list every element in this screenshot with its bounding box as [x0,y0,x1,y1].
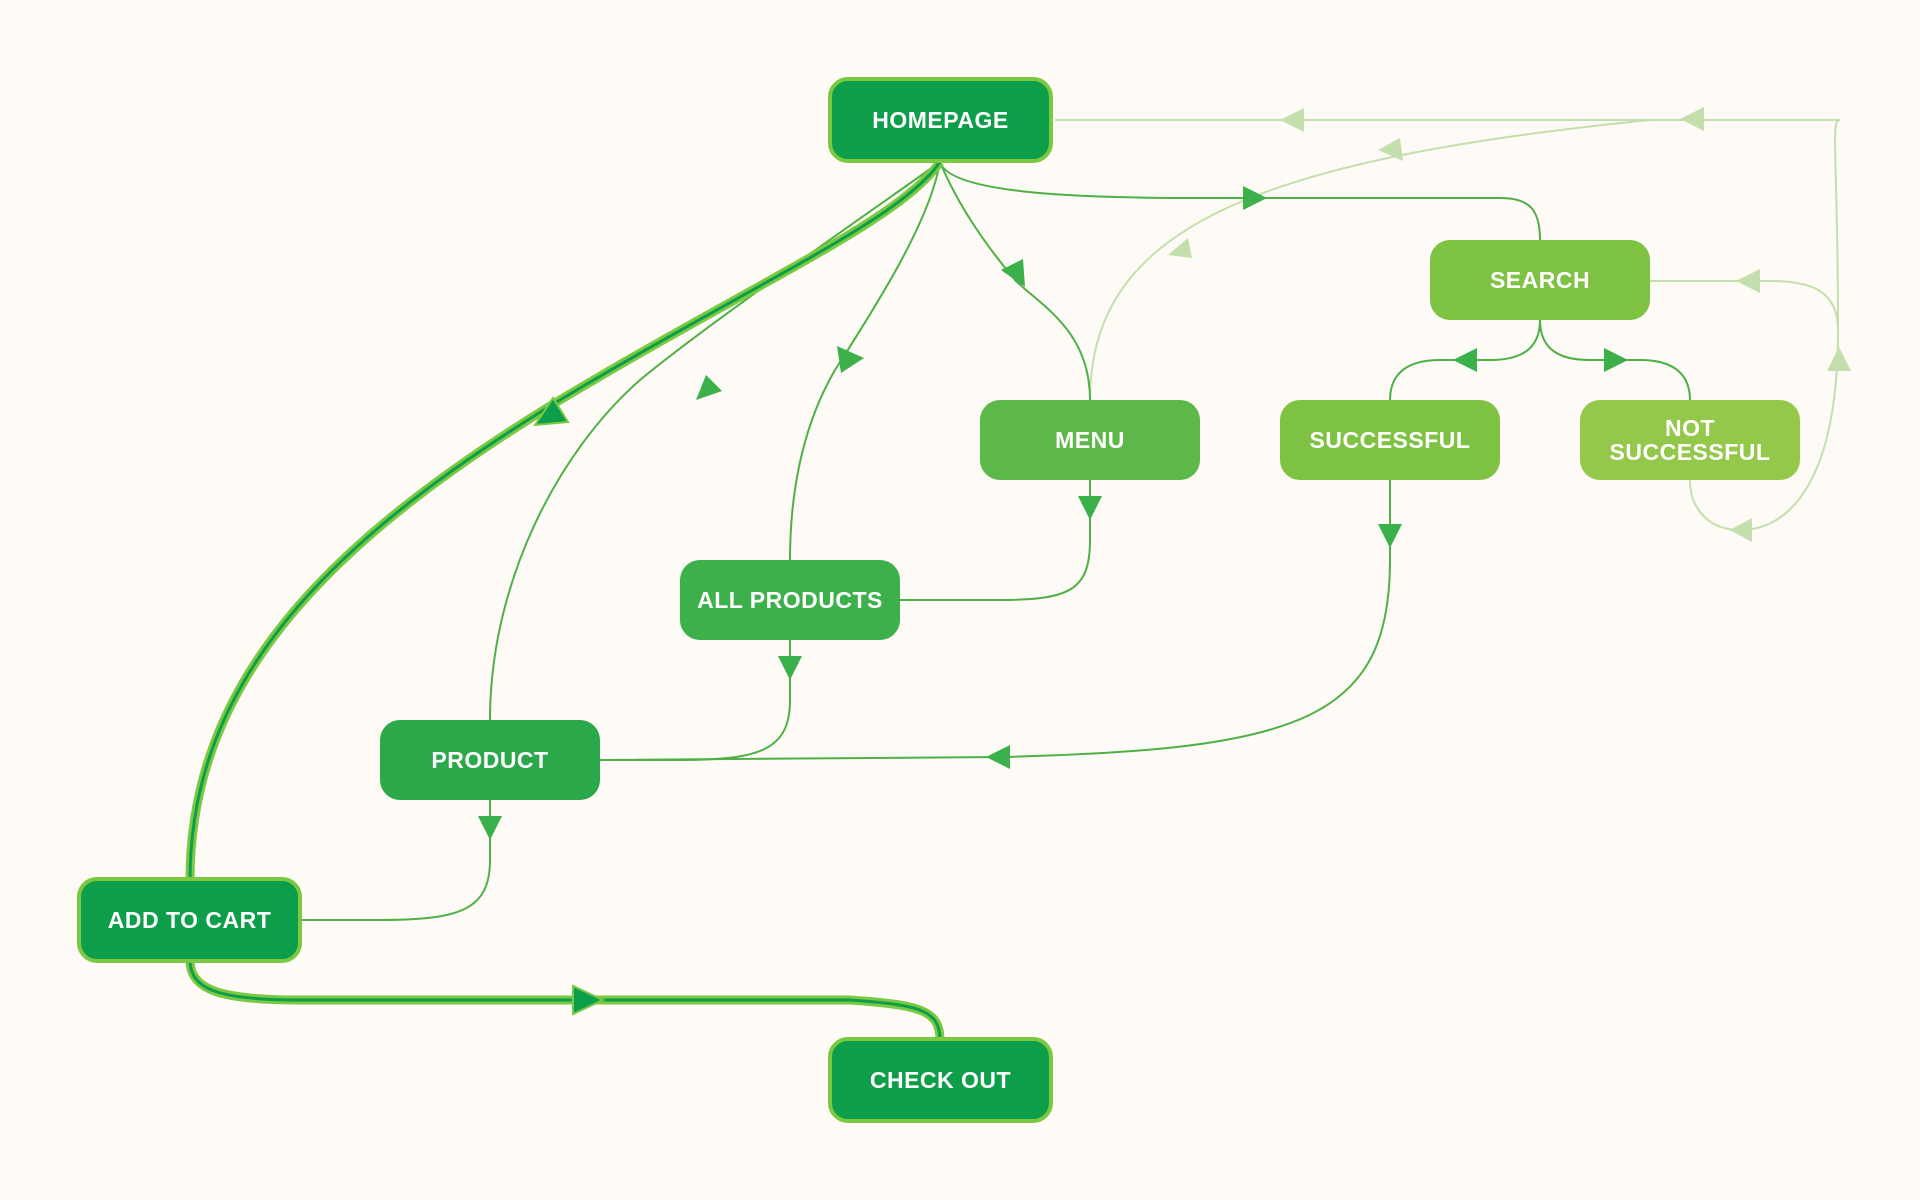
arrowhead [778,656,802,680]
edge-all-products-to-product [600,640,791,761]
menu-node[interactable]: MENU [980,400,1200,480]
add-to-cart-node[interactable]: ADD TO CART [77,877,302,963]
edge-menu-to-all-products [900,480,1091,601]
arrowhead [1730,518,1752,542]
normal-arrowheads [478,186,1628,840]
edge-menu-to-homepage [1089,119,1841,531]
product-label: PRODUCT [431,746,549,773]
arrowhead [1001,259,1025,287]
not-successful-node[interactable]: NOT SUCCESSFUL [1580,400,1800,480]
check-out-node[interactable]: CHECK OUT [828,1037,1053,1123]
menu-label: MENU [1055,426,1125,453]
edge-product-to-add-to-cart [300,800,491,921]
all-products-label: ALL PRODUCTS [697,586,883,613]
all-products-node[interactable]: ALL PRODUCTS [680,560,900,640]
arrowhead [1378,138,1403,161]
arrowhead [1280,108,1304,132]
successful-label: SUCCESSFUL [1309,426,1471,453]
edge-homepage-to-product [489,161,941,721]
homepage-label: HOMEPAGE [872,106,1009,133]
not-successful-label: NOT SUCCESSFUL [1609,414,1771,465]
arrowhead [986,745,1010,769]
arrowhead [1078,496,1102,520]
add-to-cart-label: ADD TO CART [107,906,272,933]
arrowhead [572,984,606,1016]
highlight-arrowheads [533,396,606,1016]
arrowhead [1243,186,1267,210]
arrowhead [696,375,722,400]
arrowhead [533,396,570,427]
edge-core [188,161,942,881]
edge-core [188,959,942,1041]
arrowhead [1168,238,1192,258]
edge-homepage-to-all-products [789,161,941,561]
check-out-label: CHECK OUT [869,1066,1012,1093]
search-label: SEARCH [1489,266,1591,293]
arrowhead [1736,269,1760,293]
search-node[interactable]: SEARCH [1430,240,1650,320]
edge-homepage-to-search [939,161,1541,241]
arrowhead [1827,347,1851,371]
edge-successful-to-product [599,480,1391,761]
successful-node[interactable]: SUCCESSFUL [1280,400,1500,480]
arrowhead [478,816,502,840]
arrowhead [1453,348,1477,372]
arrowhead [1604,348,1628,372]
arrowhead [1680,107,1704,131]
product-node[interactable]: PRODUCT [380,720,600,800]
edge-homepage-to-menu [939,161,1091,401]
homepage-node[interactable]: HOMEPAGE [828,77,1053,163]
faded-arrowheads [1168,107,1851,542]
arrowhead [837,346,864,373]
arrowhead [1378,524,1402,548]
